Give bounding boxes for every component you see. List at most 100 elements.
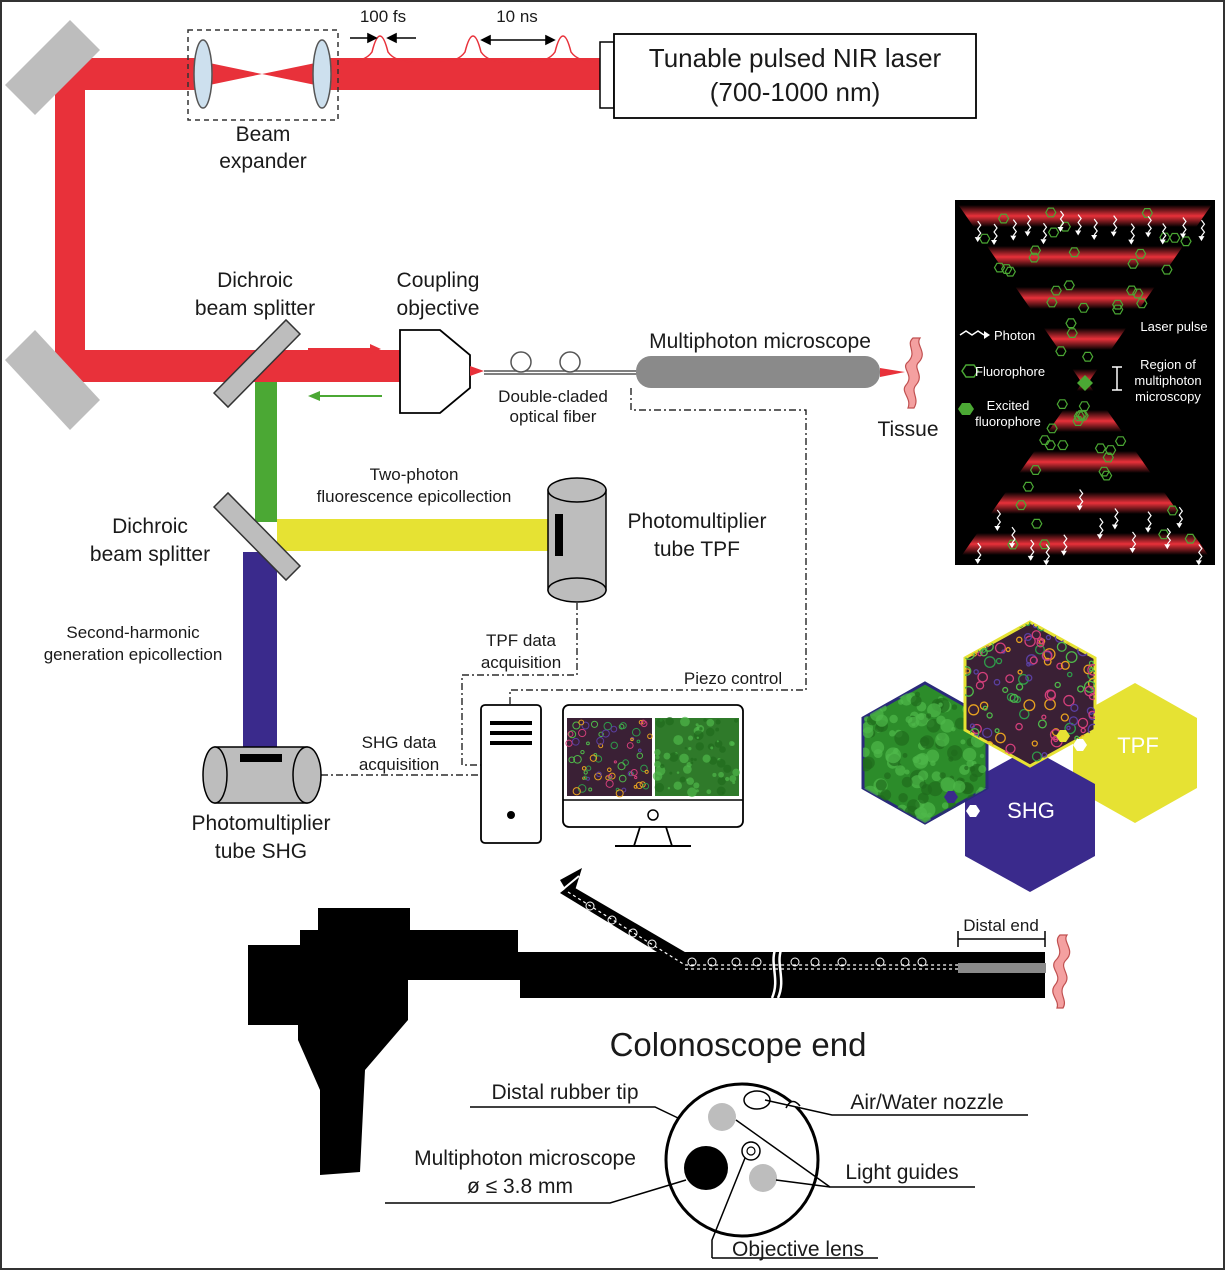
photon-mark xyxy=(1077,214,1082,231)
fluorophore-mark xyxy=(1039,435,1051,445)
fluorophore-mark xyxy=(1072,416,1084,426)
monitor-composite-texture xyxy=(596,771,602,778)
channel-circle xyxy=(837,957,847,967)
monitor-green-texture xyxy=(693,730,704,741)
monitor-green-texture xyxy=(729,740,735,747)
channel-circle xyxy=(585,901,595,911)
monitor-composite-texture xyxy=(598,743,604,749)
monitor-green-texture xyxy=(655,718,665,728)
monitor-composite-texture xyxy=(567,731,574,737)
fluorophore-mark xyxy=(1112,299,1124,310)
photon-mark xyxy=(1182,217,1187,234)
monitor-green-texture xyxy=(693,782,700,789)
monitor-green-texture xyxy=(679,753,689,764)
green-texture xyxy=(964,765,969,771)
monitor-composite-texture xyxy=(578,719,585,726)
green-texture xyxy=(915,807,928,820)
fluorophore-mark xyxy=(1127,258,1139,269)
laser-stripe xyxy=(955,492,1215,514)
photon-mark xyxy=(1045,544,1051,561)
pmt-shg xyxy=(202,746,322,804)
composite-texture xyxy=(1083,680,1095,693)
photon-head xyxy=(1145,527,1152,533)
channel-circle xyxy=(687,957,697,967)
monitor-green-texture xyxy=(684,746,688,750)
dichroic-splitter-top xyxy=(212,318,302,409)
composite-texture xyxy=(1026,661,1031,667)
tpf-beam-green xyxy=(255,382,277,522)
nozzle-label: Air/Water nozzle xyxy=(850,1091,1003,1114)
pulse-width-arrows xyxy=(350,32,416,44)
dichroic-splitter-bottom xyxy=(212,491,302,582)
green-texture xyxy=(871,741,885,755)
photon-mark xyxy=(1059,210,1065,228)
tpf-epi-label-1: Two-photon xyxy=(370,465,459,484)
photon-mark xyxy=(1029,539,1035,557)
pmt-shg-label-2: tube SHG xyxy=(215,840,307,863)
colonoscope-end-title: Colonoscope end xyxy=(610,1026,867,1063)
legend-region-3: microscopy xyxy=(1135,389,1201,404)
fluorophore-mark xyxy=(1184,533,1196,544)
mirror-top xyxy=(5,20,100,115)
monitor-composite-texture xyxy=(585,765,592,771)
composite-texture xyxy=(1002,686,1009,694)
green-texture xyxy=(875,779,887,791)
green-texture xyxy=(889,714,898,724)
pulse-width-label: 100 fs xyxy=(360,7,406,26)
photon-head xyxy=(1040,239,1047,245)
composite-texture xyxy=(1036,637,1045,645)
tpf-acq-label-1: TPF data xyxy=(486,631,556,650)
green-texture xyxy=(902,686,908,692)
photon-head xyxy=(1024,231,1031,237)
green-texture xyxy=(878,683,893,693)
tissue-sample xyxy=(903,337,923,409)
fluorophore-mark xyxy=(1046,297,1058,308)
monitor-green-texture xyxy=(690,757,694,762)
fluorophore-mark xyxy=(1044,440,1056,451)
legend-laser-pulse: Laser pulse xyxy=(1140,319,1207,334)
photon-head xyxy=(974,559,981,565)
composite-texture xyxy=(1047,622,1056,627)
composite-texture xyxy=(1041,714,1047,720)
beam-expander-label-2: expander xyxy=(219,150,307,173)
monitor-green-texture xyxy=(668,752,679,762)
light-guides-label: Light guides xyxy=(845,1161,958,1184)
legend-region-2: multiphoton xyxy=(1134,373,1201,388)
photon-head xyxy=(1176,523,1183,529)
monitor-composite-texture xyxy=(627,770,633,777)
fluorophore-mark xyxy=(1068,247,1080,258)
colonoscope-end-view xyxy=(664,1082,820,1238)
pmt-tpf xyxy=(547,477,607,603)
monitor-green-texture xyxy=(690,761,694,765)
monitor-composite-texture xyxy=(594,772,602,781)
green-texture xyxy=(908,716,920,728)
green-texture xyxy=(863,814,872,823)
composite-texture xyxy=(994,728,1000,734)
channel-circle xyxy=(707,957,717,967)
monitor-composite-texture xyxy=(572,721,581,730)
fluorophore-mark xyxy=(997,213,1010,224)
green-texture xyxy=(871,704,877,710)
composite-texture xyxy=(1017,669,1023,675)
focus-panel xyxy=(955,200,1215,565)
green-texture xyxy=(951,704,958,710)
green-texture xyxy=(926,749,940,763)
hex-shg-label: SHG xyxy=(1007,798,1055,823)
composite-texture xyxy=(1023,699,1036,712)
photon-mark xyxy=(1166,527,1172,545)
monitor-composite-texture xyxy=(610,741,618,750)
piezo-label: Piezo control xyxy=(684,669,782,688)
pmt-tpf-label-1: Photomultiplier xyxy=(628,510,767,533)
composite-texture xyxy=(1005,743,1016,754)
laser-name: Tunable pulsed NIR laser xyxy=(649,43,942,73)
laser-box xyxy=(613,33,977,119)
photon-head xyxy=(1111,524,1118,530)
composite-texture xyxy=(1086,706,1095,716)
composite-texture xyxy=(1065,651,1078,663)
green-texture xyxy=(939,772,946,779)
photon-mark xyxy=(1112,215,1118,233)
fluorophore-mark xyxy=(1065,318,1077,329)
monitor-green-texture xyxy=(714,740,723,748)
photon-head xyxy=(1129,547,1136,553)
